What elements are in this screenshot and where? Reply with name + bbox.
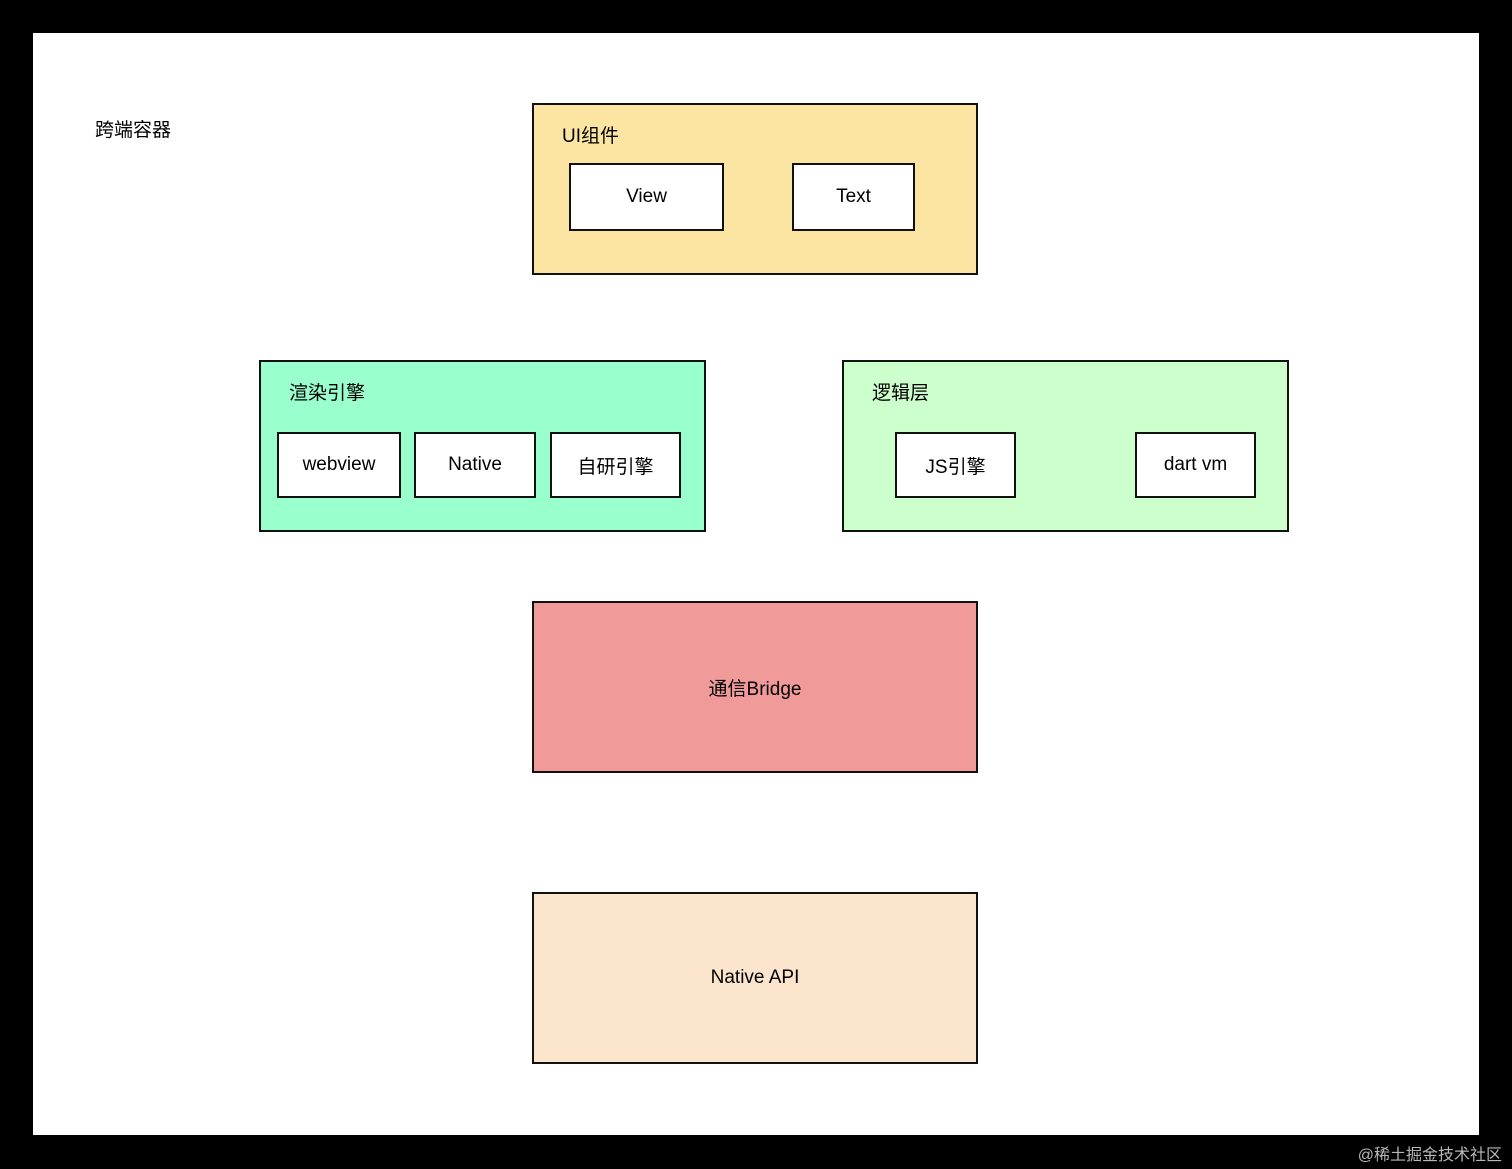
group-label-render-engine: 渲染引擎 <box>289 383 366 404</box>
node-native[interactable]: Native <box>414 432 536 498</box>
node-webview[interactable]: webview <box>277 432 401 498</box>
node-text[interactable]: Text <box>792 163 915 231</box>
node-native-api[interactable]: Native API <box>532 892 978 1064</box>
group-label-logic-layer: 逻辑层 <box>872 383 930 404</box>
node-dart-vm[interactable]: dart vm <box>1135 432 1256 498</box>
diagram-canvas: 跨端容器 UI组件 View Text 渲染引擎 webview Native … <box>33 33 1479 1135</box>
group-logic-layer[interactable]: 逻辑层 JS引擎 dart vm <box>842 360 1289 532</box>
node-self-developed-engine[interactable]: 自研引擎 <box>550 432 681 498</box>
page-title: 跨端容器 <box>95 120 172 141</box>
group-render-engine[interactable]: 渲染引擎 webview Native 自研引擎 <box>259 360 706 532</box>
group-label-ui-components: UI组件 <box>562 126 620 147</box>
node-js-engine[interactable]: JS引擎 <box>895 432 1016 498</box>
watermark: @稀土掘金技术社区 <box>1357 1147 1502 1164</box>
node-view[interactable]: View <box>569 163 724 231</box>
group-ui-components[interactable]: UI组件 View Text <box>532 103 978 275</box>
node-communication-bridge[interactable]: 通信Bridge <box>532 601 978 773</box>
